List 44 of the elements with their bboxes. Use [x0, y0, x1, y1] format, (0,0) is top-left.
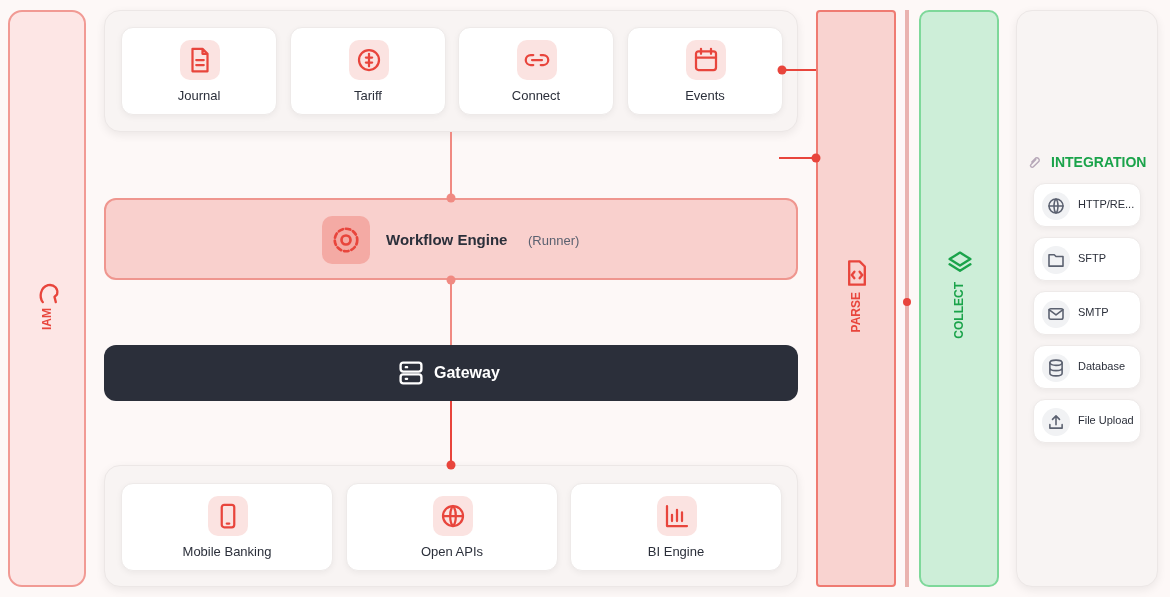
service-card	[121, 483, 333, 571]
panel-heading: INTEGRATION	[1051, 154, 1147, 170]
integration-item	[1033, 399, 1141, 443]
card-label: Open APIs	[419, 544, 485, 559]
engine-subtitle: (Runner)	[528, 233, 580, 248]
connector-line	[446, 400, 456, 470]
card-label: Mobile Banking	[181, 544, 273, 559]
connector-line	[778, 153, 821, 163]
service-card	[458, 27, 614, 115]
layer-panel	[104, 465, 798, 587]
engine-box	[104, 198, 798, 280]
item-label: HTTP/RE...	[1078, 198, 1135, 210]
integration-item	[1033, 291, 1141, 335]
card-label: Journal	[176, 88, 222, 103]
gateway-bar	[104, 345, 798, 401]
side-band	[8, 10, 86, 587]
connector-line	[777, 65, 817, 75]
service-card	[290, 27, 446, 115]
service-card	[121, 27, 277, 115]
item-label: Database	[1078, 360, 1126, 372]
card-label: Connect	[510, 88, 562, 103]
item-label: File Upload	[1078, 414, 1134, 426]
card-label: Tariff	[353, 88, 383, 103]
layer-column	[919, 10, 999, 587]
item-label: SFTP	[1078, 252, 1107, 264]
integration-item	[1033, 345, 1141, 389]
vertical-label: COLLECT	[952, 282, 966, 339]
service-card	[570, 483, 782, 571]
service-card	[346, 483, 558, 571]
item-label: SMTP	[1078, 306, 1109, 318]
integration-panel	[1016, 10, 1158, 587]
card-label: BI Engine	[646, 544, 706, 559]
integration-item	[1033, 237, 1141, 281]
card-label: Events	[684, 88, 726, 103]
service-card	[627, 27, 783, 115]
vertical-label: PARSE	[849, 292, 863, 333]
gateway-label: Gateway	[434, 364, 500, 382]
engine-title: Workflow Engine	[386, 231, 508, 248]
connector-line	[446, 275, 456, 346]
layer-panel	[104, 10, 798, 132]
connector-line	[446, 131, 456, 203]
integration-item	[1033, 183, 1141, 227]
layer-column	[816, 10, 896, 587]
vertical-label: IAM	[40, 308, 54, 330]
